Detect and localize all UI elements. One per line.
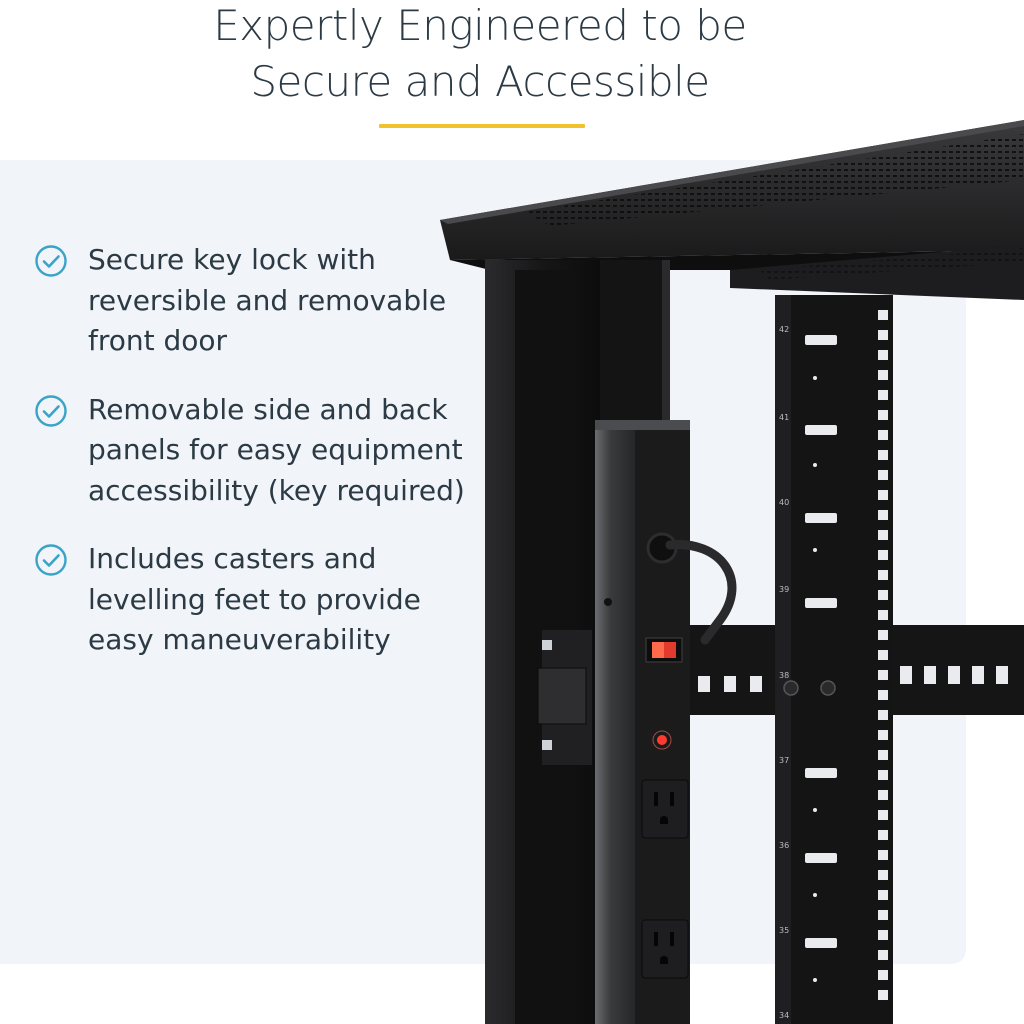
rack-unit-label: 37 [779, 756, 789, 765]
feature-text-line: easy maneuverability [88, 623, 391, 656]
rack-unit-label: 35 [779, 926, 789, 935]
check-circle-icon [35, 245, 67, 277]
pdu-indicator-led [657, 735, 667, 745]
feature-item: Includes casters and levelling feet to p… [34, 539, 474, 661]
feature-text-line: Removable side and back [88, 392, 448, 426]
rack-top-vents [525, 134, 1024, 226]
check-circle-icon [35, 544, 67, 576]
rack-unit-label: 38 [779, 671, 789, 680]
rack-unit-label: 42 [779, 325, 789, 334]
feature-text-line: accessibility (key required) [88, 473, 465, 507]
rack-unit-labels: 42 41 40 39 38 37 36 35 34 [779, 325, 789, 1020]
server-rack-photo: 42 41 40 39 38 37 36 35 34 [440, 120, 1024, 1024]
pdu-outlet [641, 779, 689, 839]
pdu-outlet [641, 919, 689, 979]
feature-text-line: panels for easy equipment [88, 433, 463, 466]
accent-divider [379, 124, 585, 128]
rack-unit-label: 34 [779, 1011, 789, 1020]
check-circle-icon [35, 394, 67, 427]
feature-text-line: front door [88, 324, 228, 357]
headline: Expertly Engineered to be Secure and Acc… [0, 0, 960, 120]
feature-item: Secure key lock with reversible and remo… [34, 240, 474, 362]
feature-text-line: levelling feet to provide [88, 582, 421, 616]
rack-unit-label: 40 [779, 498, 789, 507]
rack-unit-label: 41 [779, 413, 789, 422]
rack-unit-label: 36 [779, 841, 789, 850]
feature-list: Secure key lock with reversible and remo… [34, 240, 474, 689]
feature-text-line: Includes casters and [88, 542, 377, 575]
rack-mounting-rail [775, 295, 893, 1024]
rail-screw [783, 680, 799, 696]
headline-line-2: Secure and Accessible [250, 57, 710, 106]
feature-text-line: Secure key lock with [88, 243, 376, 276]
pdu-strip [595, 425, 639, 1024]
rack-unit-label: 39 [779, 585, 789, 594]
headline-line-1: Expertly Engineered to be [213, 1, 747, 50]
feature-text-line: reversible and removable [88, 283, 447, 317]
rail-screw [820, 680, 836, 696]
feature-item: Removable side and back panels for easy … [34, 390, 474, 512]
